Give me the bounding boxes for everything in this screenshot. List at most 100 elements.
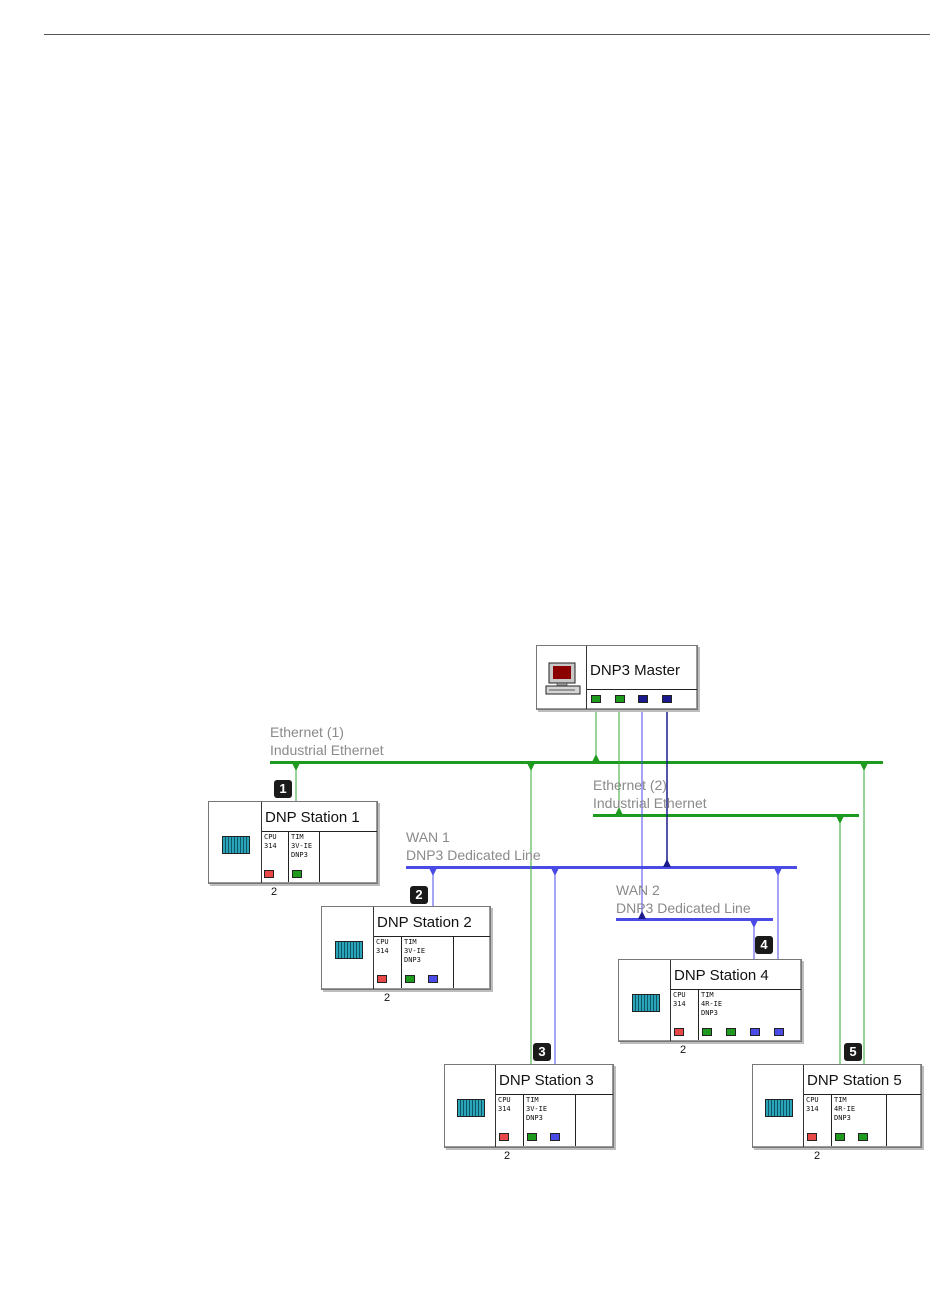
station4-cpu-port <box>674 1028 684 1036</box>
master-rule <box>587 689 697 690</box>
master-port-2 <box>615 695 625 703</box>
station5-cpu-slot: CPU 314 <box>804 1095 832 1146</box>
station5-title: DNP Station 5 <box>807 1072 902 1089</box>
master-port-1 <box>591 695 601 703</box>
ethernet1-name: Ethernet (1) <box>270 724 344 740</box>
station1-cpu-label: CPU 314 <box>264 833 277 850</box>
station5-eth1-tap <box>860 763 868 771</box>
wan2-name: WAN 2 <box>616 882 660 898</box>
ethernet2-label: Ethernet (2) Industrial Ethernet <box>593 776 707 812</box>
rack-icon <box>632 994 660 1012</box>
station4-cpu-label: CPU 314 <box>673 991 686 1008</box>
station3-tim-port-1 <box>527 1133 537 1141</box>
station1-tim-slot: TIM 3V-IE DNP3 <box>289 832 320 882</box>
station3-cpu-label: CPU 314 <box>498 1096 511 1113</box>
station4-wan1-tap <box>774 868 782 876</box>
station1-tim-label: TIM 3V-IE DNP3 <box>291 833 313 859</box>
wan2-bus <box>616 918 773 921</box>
station5-cpu-label: CPU 314 <box>806 1096 819 1113</box>
station-3[interactable]: DNP Station 3 CPU 314 TIM 3V-IE DNP3 <box>444 1064 614 1148</box>
station3-rack-number: 2 <box>504 1150 511 1162</box>
station2-rack-number: 2 <box>384 992 391 1004</box>
wan2-label: WAN 2 DNP3 Dedicated Line <box>616 881 751 917</box>
station3-tim-port-2 <box>550 1133 560 1141</box>
rack-icon <box>457 1099 485 1117</box>
wan1-label: WAN 1 DNP3 Dedicated Line <box>406 828 541 864</box>
station5-eth2-tap <box>836 816 844 824</box>
badge-4: 4 <box>755 936 773 954</box>
station5-tim-slot: TIM 4R-IE DNP3 <box>832 1095 887 1146</box>
station-1[interactable]: DNP Station 1 CPU 314 TIM 3V-IE DNP3 <box>208 801 378 884</box>
station1-cpu-slot: CPU 314 <box>262 832 289 882</box>
station2-tim-label: TIM 3V-IE DNP3 <box>404 938 426 964</box>
station4-title: DNP Station 4 <box>674 967 769 984</box>
station3-icon-cell <box>445 1065 496 1147</box>
station3-title: DNP Station 3 <box>499 1072 594 1089</box>
station3-rule <box>496 1094 613 1095</box>
master-eth2-tap <box>615 807 623 815</box>
master-wan1-tap <box>663 859 671 867</box>
ethernet2-type: Industrial Ethernet <box>593 795 707 811</box>
station2-tim-port-1 <box>405 975 415 983</box>
master-title: DNP3 Master <box>590 662 681 679</box>
station2-title: DNP Station 2 <box>377 914 472 931</box>
station1-rule <box>262 831 377 832</box>
station3-wan-tap <box>551 868 559 876</box>
station-5[interactable]: DNP Station 5 CPU 314 TIM 4R-IE DNP3 <box>752 1064 922 1148</box>
station1-tim-port-1 <box>292 870 302 878</box>
station2-cpu-label: CPU 314 <box>376 938 389 955</box>
badge-5: 5 <box>844 1043 862 1061</box>
station4-tim-port-1 <box>702 1028 712 1036</box>
station3-tim-label: TIM 3V-IE DNP3 <box>526 1096 548 1122</box>
station1-cpu-port <box>264 870 274 878</box>
station5-tim-port-1 <box>835 1133 845 1141</box>
rack-icon <box>765 1099 793 1117</box>
ethernet1-type: Industrial Ethernet <box>270 742 384 758</box>
station5-tim-label: TIM 4R-IE DNP3 <box>834 1096 856 1122</box>
master-port-4 <box>662 695 672 703</box>
computer-icon <box>545 662 581 695</box>
station4-icon-cell <box>619 960 671 1041</box>
master-eth1-tap <box>592 754 600 762</box>
station2-cpu-slot: CPU 314 <box>374 937 402 988</box>
rack-icon <box>335 941 363 959</box>
station4-tim-port-4 <box>774 1028 784 1036</box>
ethernet1-label: Ethernet (1) Industrial Ethernet <box>270 723 384 759</box>
station3-cpu-slot: CPU 314 <box>496 1095 524 1146</box>
station4-tim-port-3 <box>750 1028 760 1036</box>
badge-3: 3 <box>533 1043 551 1061</box>
station4-tim-slot: TIM 4R-IE DNP3 <box>699 990 801 1040</box>
wan2-type: DNP3 Dedicated Line <box>616 900 751 916</box>
station3-tim-slot: TIM 3V-IE DNP3 <box>524 1095 576 1146</box>
master-wan2-tap <box>638 911 646 919</box>
station4-tim-port-2 <box>726 1028 736 1036</box>
station2-tim-slot: TIM 3V-IE DNP3 <box>402 937 454 988</box>
station1-rack-number: 2 <box>271 886 278 898</box>
station4-tim-label: TIM 4R-IE DNP3 <box>701 991 723 1017</box>
station4-rack-number: 2 <box>680 1044 687 1056</box>
wan1-bus <box>406 866 797 869</box>
station2-tim-port-2 <box>428 975 438 983</box>
ethernet1-bus <box>270 761 883 764</box>
station5-tim-port-2 <box>858 1133 868 1141</box>
station1-title: DNP Station 1 <box>265 809 360 826</box>
badge-2: 2 <box>410 886 428 904</box>
master-station[interactable]: DNP3 Master <box>536 645 698 710</box>
station3-cpu-port <box>499 1133 509 1141</box>
station4-wan2-tap <box>750 920 758 928</box>
station1-eth-tap <box>292 763 300 771</box>
station5-rack-number: 2 <box>814 1150 821 1162</box>
wan1-name: WAN 1 <box>406 829 450 845</box>
station2-cpu-port <box>377 975 387 983</box>
station2-rule <box>374 936 490 937</box>
station-2[interactable]: DNP Station 2 CPU 314 TIM 3V-IE DNP3 <box>321 906 491 990</box>
wan1-type: DNP3 Dedicated Line <box>406 847 541 863</box>
master-icon-cell <box>537 646 587 709</box>
badge-1: 1 <box>274 780 292 798</box>
rack-icon <box>222 836 250 854</box>
station5-cpu-port <box>807 1133 817 1141</box>
station3-eth-tap <box>527 763 535 771</box>
ethernet2-bus <box>593 814 859 817</box>
station-4[interactable]: DNP Station 4 CPU 314 TIM 4R-IE DNP3 <box>618 959 802 1042</box>
